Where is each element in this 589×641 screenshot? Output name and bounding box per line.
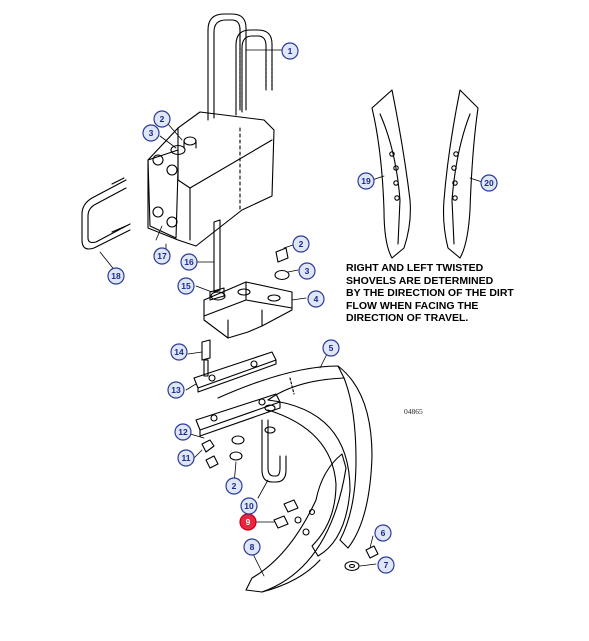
shim-plate [193, 351, 277, 393]
right-nut-washer [274, 247, 290, 281]
callout-14-label: 14 [174, 347, 184, 357]
callout-17-bubble [153, 247, 171, 265]
callout-17-label: 17 [157, 251, 167, 261]
lower-nuts [201, 404, 276, 469]
callout-2a: 2 [153, 110, 171, 128]
callout-10-label: 10 [244, 501, 254, 511]
mounting-block [203, 281, 293, 339]
callout-8-bubble [243, 538, 261, 556]
side-u-bolt [81, 177, 131, 250]
callout-10: 10 [240, 497, 258, 515]
callout-14: 14 [170, 343, 188, 361]
callout-1: 1 [281, 42, 299, 60]
callout-19-bubble [357, 172, 375, 190]
shovel [245, 453, 347, 593]
callout-8: 8 [243, 538, 261, 556]
callout-20-bubble [480, 174, 498, 192]
callout-18: 18 [107, 267, 125, 285]
callout-11-bubble [177, 449, 195, 467]
callout-9: 9 [239, 513, 257, 531]
callout-7: 7 [377, 556, 395, 574]
callout-6-bubble [374, 524, 392, 542]
callout-2c-label: 2 [232, 481, 237, 491]
twist-direction-note: RIGHT AND LEFT TWISTED SHOVELS ARE DETER… [346, 262, 546, 325]
note-line: SHOVELS ARE DETERMINED [346, 274, 494, 287]
callout-10-bubble [240, 497, 258, 515]
callout-3b: 3 [298, 262, 316, 280]
callout-18-bubble [107, 267, 125, 285]
callout-8-label: 8 [250, 542, 255, 552]
callout-6: 6 [374, 524, 392, 542]
callout-3a-label: 3 [149, 128, 154, 138]
callout-2b-bubble [292, 235, 310, 253]
callout-16-bubble [180, 253, 198, 271]
clamp-bracket [147, 111, 275, 247]
callout-2c: 2 [225, 477, 243, 495]
callout-3a: 3 [142, 124, 160, 142]
callout-9-label: 9 [246, 517, 251, 527]
callout-7-bubble [377, 556, 395, 574]
backing-plate [195, 393, 281, 437]
callout-2b-label: 2 [299, 239, 304, 249]
callout-4-bubble [307, 290, 325, 308]
callout-15-bubble [177, 277, 195, 295]
callout-19: 19 [357, 172, 375, 190]
callout-5-label: 5 [329, 343, 334, 353]
callout-13-bubble [167, 381, 185, 399]
callout-18-label: 18 [111, 271, 121, 281]
callout-14-bubble [170, 343, 188, 361]
callout-1-bubble [281, 42, 299, 60]
callout-16: 16 [180, 253, 198, 271]
callout-4-label: 4 [314, 294, 319, 304]
left-twisted-shovel [371, 89, 411, 259]
shank [217, 365, 373, 557]
note-line: RIGHT AND LEFT TWISTED [346, 262, 484, 274]
callout-11: 11 [177, 449, 195, 467]
note-line: FLOW WHEN FACING THE [346, 299, 479, 312]
callout-2c-bubble [225, 477, 243, 495]
top-u-bolt-rear [235, 29, 273, 116]
callout-15-label: 15 [181, 281, 191, 291]
callout-15: 15 [177, 277, 195, 295]
callout-17: 17 [153, 247, 171, 265]
washer-15 [210, 291, 226, 301]
lower-u-bolt [261, 419, 287, 483]
callout-13-label: 13 [171, 385, 181, 395]
right-twisted-shovel [442, 89, 479, 259]
long-bolt [209, 219, 225, 301]
callout-6-label: 6 [381, 528, 386, 538]
callout-2b: 2 [292, 235, 310, 253]
nut-and-washer-6-7 [344, 545, 379, 572]
callout-11-label: 11 [182, 453, 191, 463]
callout-13: 13 [167, 381, 185, 399]
callout-20-label: 20 [484, 178, 494, 188]
plow-bolts [273, 499, 299, 529]
callout-7-label: 7 [384, 560, 389, 570]
callout-4: 4 [307, 290, 325, 308]
callout-20: 20 [480, 174, 498, 192]
callout-5: 5 [322, 339, 340, 357]
callout-12-label: 12 [178, 427, 188, 437]
note-line: DIRECTION OF TRAVEL. [346, 312, 469, 324]
callout-3a-bubble [142, 124, 160, 142]
top-u-bolt-front [207, 13, 247, 121]
callout-3b-bubble [298, 262, 316, 280]
note-line: BY THE DIRECTION OF THE DIRT [346, 287, 514, 299]
callout-5-bubble [322, 339, 340, 357]
short-bolt [201, 339, 211, 377]
callout-19-label: 19 [361, 176, 371, 186]
callout-2a-bubble [153, 110, 171, 128]
callout-16-label: 16 [184, 257, 194, 267]
side-plate [152, 154, 178, 228]
drawing-number: 04865 [404, 407, 423, 416]
callout-12-bubble [174, 423, 192, 441]
callout-12: 12 [174, 423, 192, 441]
upper-nut-washer [170, 136, 197, 156]
callout-2a-label: 2 [160, 114, 165, 124]
callout-1-label: 1 [288, 46, 293, 56]
callout-3b-label: 3 [305, 266, 310, 276]
